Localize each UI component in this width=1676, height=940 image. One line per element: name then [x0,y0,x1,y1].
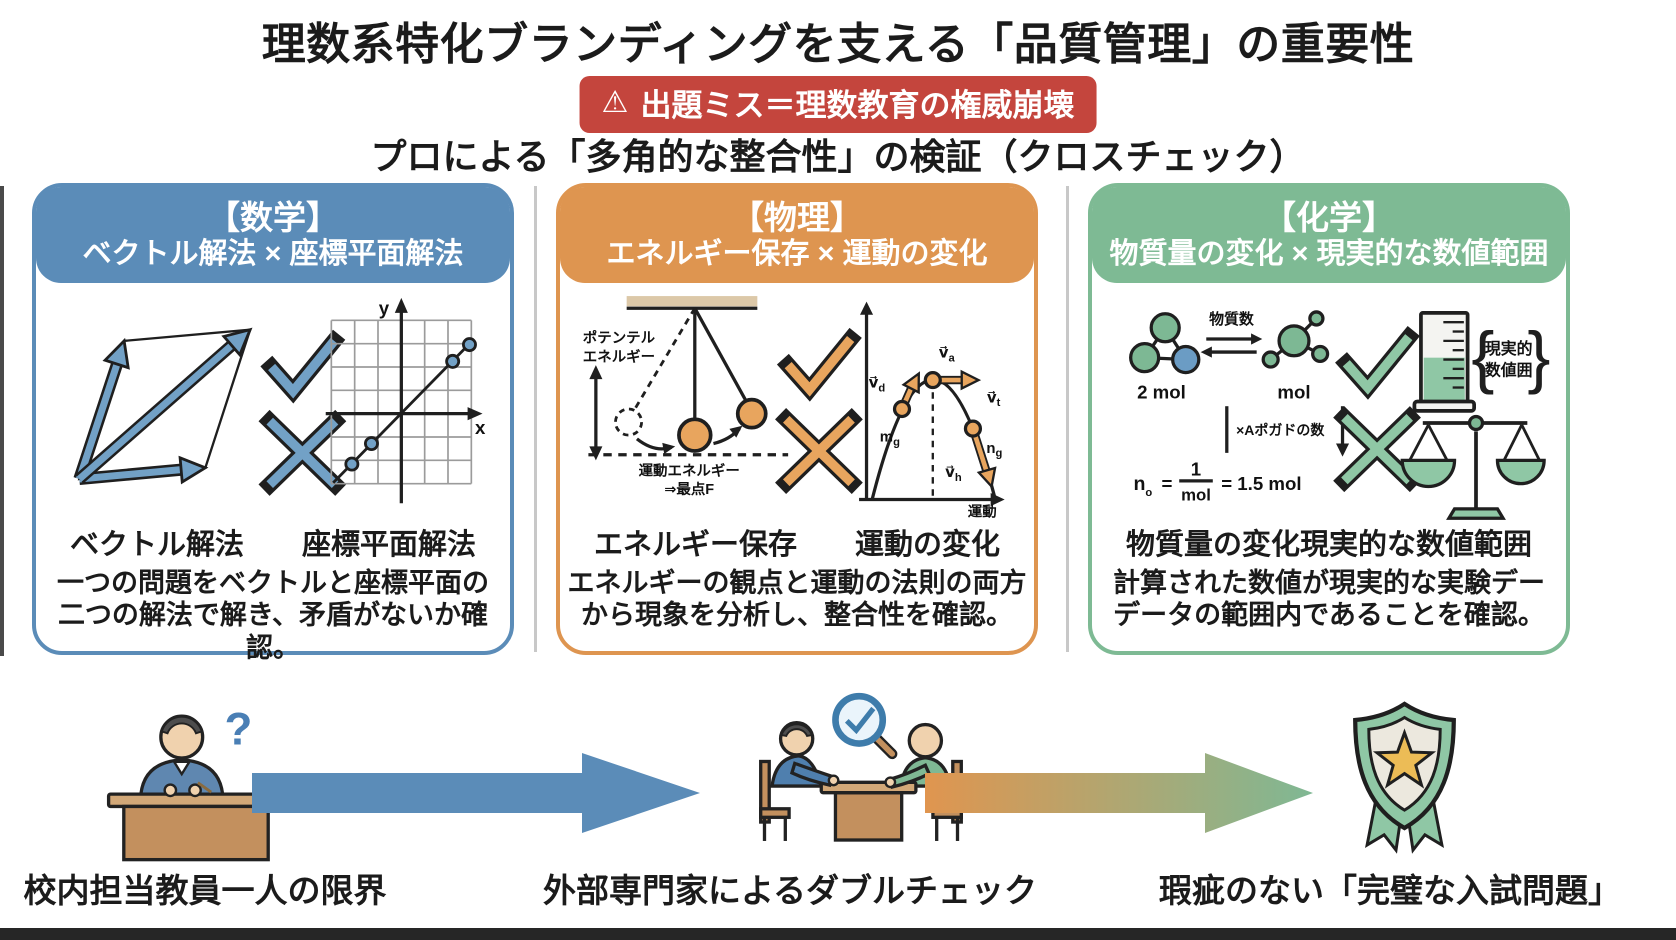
bottom-strip [0,928,1676,940]
star-icon [1372,728,1437,789]
card-chemistry-header: 【化学】 物質量の変化 × 現実的な数値範囲 [1092,187,1566,283]
math-diagram: y x [73,298,486,504]
card-math-methods: ベクトル解法 × 座標平面解法 [82,237,464,270]
chemistry-label-right: 現実的な数値範囲 [1300,529,1533,561]
avogadro-step: ×Aポガドの数 [1225,406,1350,457]
mol-formula: no = 1 mol = 1.5 mol [1133,458,1301,504]
alert-badge: ⚠ 出題ミス＝理数教育の権威崩壊 [579,76,1097,133]
cross-icon [258,409,347,496]
cross-icon [1333,406,1421,493]
molecule-left [1129,312,1201,375]
card-math-subject: 【数学】 [207,198,339,236]
cross-icon [775,408,863,494]
step2-caption: 外部専門家によるダブルチェック [542,872,1037,909]
check-icon [776,327,862,402]
vector-diagram [73,327,253,486]
edge-artifact [0,186,4,656]
card-physics-subject: 【物理】 [731,198,863,236]
pendulum-diagram: ポテンテル エネルギー 運動エネルギー ⇒最点F [583,296,789,498]
card-math-description: 一つの問題をベクトルと座標平面の 二つの解法で解き、矛盾がないか確認。 [57,568,489,663]
card-chemistry-description: 計算された数値が現実的な実験デー データの範囲内であることを確認。 [1113,568,1545,631]
reviewers-illustration [759,692,963,842]
arrow-right-gradient-icon [925,753,1313,833]
question-mark: ? [225,704,253,755]
avogadro-label: ×Aポガドの数 [1236,422,1325,438]
beaker-icon [1412,311,1476,413]
brace-open: { [1471,317,1494,395]
physics-diagram: ポテンテル エネルギー 運動エネルギー ⇒最点F [583,296,1005,520]
svg-text:1: 1 [1191,458,1201,479]
math-label-right: 座標平面解法 [301,529,476,561]
check-icon [260,329,346,404]
subtitle: プロによる「多角的な整合性」の検証（クロスチェック） [370,136,1306,177]
reaction-label: 物質数 [1209,310,1254,328]
vector-vh-label: v⃗h [945,464,962,484]
physics-label-right: 運動の変化 [854,529,1000,561]
mol-right-label: mol [1277,382,1310,403]
kinetic-energy-note: ⇒最点F [664,481,714,498]
card-physics-illustration: ポテンテル エネルギー 運動エネルギー ⇒最点F [560,283,1034,521]
card-math-header: 【数学】 ベクトル解法 × 座標平面解法 [36,187,510,283]
shield-badge [1353,701,1456,854]
card-physics-header: 【物理】 エネルギー保存 × 運動の変化 [560,187,1034,283]
projectile-graph: v⃗d v⃗a v⃗t v⃗h mg ng 運動 [859,301,1005,520]
alert-badge-text: 出題ミス＝理数教育の権威崩壊 [640,88,1075,123]
step3-caption: 瑕疵のない「完璧な入試問題」 [1159,872,1621,909]
card-chemistry-subject: 【化学】 [1263,198,1395,236]
arrow-right-icon [252,753,700,833]
svg-text:mol: mol [1181,485,1211,504]
x-axis-label: x [475,417,486,438]
svg-text:=: = [1161,473,1172,494]
balance-icon [1400,414,1546,520]
card-math-labels: ベクトル解法 座標平面解法 [36,521,510,563]
chemistry-diagram: 物質数 2 mol mol [1129,310,1550,520]
svg-text:現実的: 現実的 [1485,339,1533,358]
card-chemistry-labels: 物質量の変化 現実的な数値範囲 [1092,521,1566,563]
potential-energy-label: ポテンテル [583,329,656,347]
mass-left-label: mg [880,429,900,449]
card-physics-labels: エネルギー保存 運動の変化 [560,521,1034,563]
molecule-right [1261,310,1330,369]
realistic-range-note: { 現実的 数値囲 } [1471,317,1550,395]
svg-text:no: no [1133,473,1152,499]
check-icon [1335,325,1420,400]
kinetic-energy-label: 運動エネルギー [639,462,740,479]
card-physics-methods: エネルギー保存 × 運動の変化 [606,237,988,270]
card-math-illustration: y x [36,283,510,521]
svg-text:= 1.5 mol: = 1.5 mol [1221,473,1301,494]
teacher-illustration: ? [106,704,286,862]
card-physics: 【物理】 エネルギー保存 × 運動の変化 [556,183,1038,655]
svg-text:エネルギー: エネルギー [583,348,655,365]
magnifier-check-icon [832,692,898,760]
warning-icon: ⚠ [601,85,629,119]
page-title: 理数系特化ブランディングを支える「品質管理」の重要性 [261,20,1415,69]
vector-va-label: v⃗a [939,345,956,365]
chemistry-label-left: 物質量の変化 [1126,529,1301,561]
step1-caption: 校内担当教員一人の限界 [23,872,387,909]
card-math: 【数学】 ベクトル解法 × 座標平面解法 [32,183,514,663]
card-chemistry: 【化学】 物質量の変化 × 現実的な数値範囲 物質数 [1088,183,1570,655]
vector-vt-label: v⃗t [987,389,1001,409]
math-label-left: ベクトル解法 [70,529,245,561]
card-divider [534,186,537,652]
motion-axis-label: 運動 [968,503,997,520]
mol-left-label: 2 mol [1137,382,1186,403]
card-chemistry-illustration: 物質数 2 mol mol [1092,283,1566,521]
card-divider [1066,186,1069,652]
card-chemistry-methods: 物質量の変化 × 現実的な数値範囲 [1109,237,1549,270]
mass-right-label: ng [986,440,1002,460]
y-axis-label: y [379,298,390,319]
equilibrium-arrows: 物質数 [1200,310,1263,358]
svg-text:数値囲: 数値囲 [1485,360,1533,379]
physics-label-left: エネルギー保存 [594,529,798,561]
coordinate-grid: y x [325,298,486,504]
vector-vd-label: v⃗d [869,375,886,395]
brace-close: } [1527,317,1550,395]
card-physics-description: エネルギーの観点と運動の法則の両方 から現象を分析し、整合性を確認。 [567,568,1027,631]
